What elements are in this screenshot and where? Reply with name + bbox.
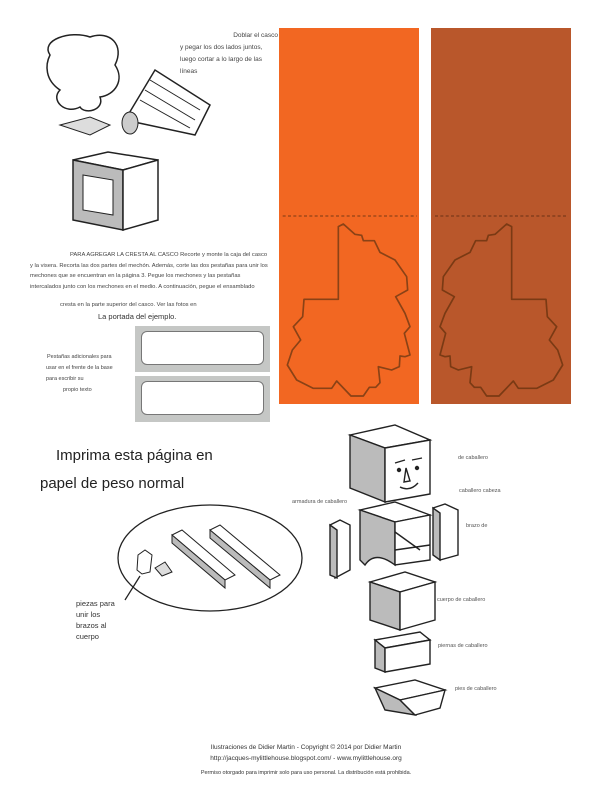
arm-pieces-note: piezas para unir los brazos al cuerpo [76, 598, 115, 642]
instruction-line: cresta en la parte superior del casco. V… [60, 302, 197, 308]
knight-armor [357, 501, 433, 567]
label-armor: armadura de caballero [292, 499, 348, 505]
note-line: para escribir su [46, 376, 84, 382]
knight-parts-illustration [329, 424, 459, 717]
extra-tab-2 [135, 376, 270, 422]
fold-line: líneas [180, 68, 198, 75]
note-line: propio texto [63, 387, 92, 393]
instruction-line: PARA AGREGAR LA CRESTA AL CASCO Recorte … [70, 252, 268, 258]
label-feet: pies de caballero [455, 686, 497, 692]
label-legs: piernas de caballero [438, 643, 488, 649]
crest-instructions: PARA AGREGAR LA CRESTA AL CASCO Recorte … [0, 250, 278, 323]
knight-body [367, 571, 438, 631]
note-line: unir los [76, 610, 101, 619]
knight-head [347, 424, 433, 504]
crest-outline-back [439, 223, 564, 397]
knight-arm-right [432, 503, 459, 562]
helmet-crest-illustration [46, 33, 211, 136]
instruction-line: mechones que se encuentran en la página … [30, 273, 241, 279]
knight-legs [373, 631, 432, 674]
extra-tab-1 [135, 326, 270, 372]
helmet-box-illustration [72, 151, 159, 231]
label-head-top: de caballero [458, 455, 488, 461]
footer-permission: Permiso otorgado para imprimir solo para… [200, 770, 412, 776]
print-note-line: papel de peso normal [40, 475, 185, 492]
fold-instructions: Doblar el casco y pegar los dos lados ju… [180, 30, 278, 78]
label-head: caballero cabeza [459, 488, 501, 494]
note-line: brazos al [76, 621, 107, 630]
note-line: Pestañas adicionales para [47, 354, 112, 360]
instruction-line: y la visera. Recorta las dos partes del … [30, 262, 268, 269]
arm-pieces-illustration [117, 504, 303, 612]
label-body: cuerpo de caballero [437, 597, 486, 603]
fold-line: luego cortar a lo largo de las [180, 56, 263, 63]
print-note-line: Imprima esta página en [56, 447, 213, 464]
print-note: Imprima esta página en papel de peso nor… [40, 442, 213, 498]
footer-credits: Ilustraciones de Didier Martin - Copyrig… [210, 744, 402, 751]
note-line: piezas para [76, 599, 115, 608]
instruction-line: intercalados junto con los mechones en e… [30, 283, 255, 290]
footer-urls: http://jacques-mylittlehouse.blogspot.co… [210, 755, 402, 762]
extra-tabs-note: Pestañas adicionales para usar en el fre… [30, 352, 120, 396]
crest-outline-front [286, 223, 411, 397]
note-line: cuerpo [76, 632, 99, 641]
fold-line: y pegar los dos lados juntos, [180, 44, 263, 51]
footer: Ilustraciones de Didier Martin - Copyrig… [0, 742, 612, 779]
knight-arm-left [329, 519, 351, 580]
fold-line: Doblar el casco [233, 32, 278, 39]
note-line: usar en el frente de la base [46, 365, 113, 371]
example-link: La portada del ejemplo. [98, 311, 177, 321]
label-arm: brazo de [466, 523, 488, 529]
knight-feet [372, 679, 448, 717]
crest-cut-outlines [282, 215, 569, 397]
